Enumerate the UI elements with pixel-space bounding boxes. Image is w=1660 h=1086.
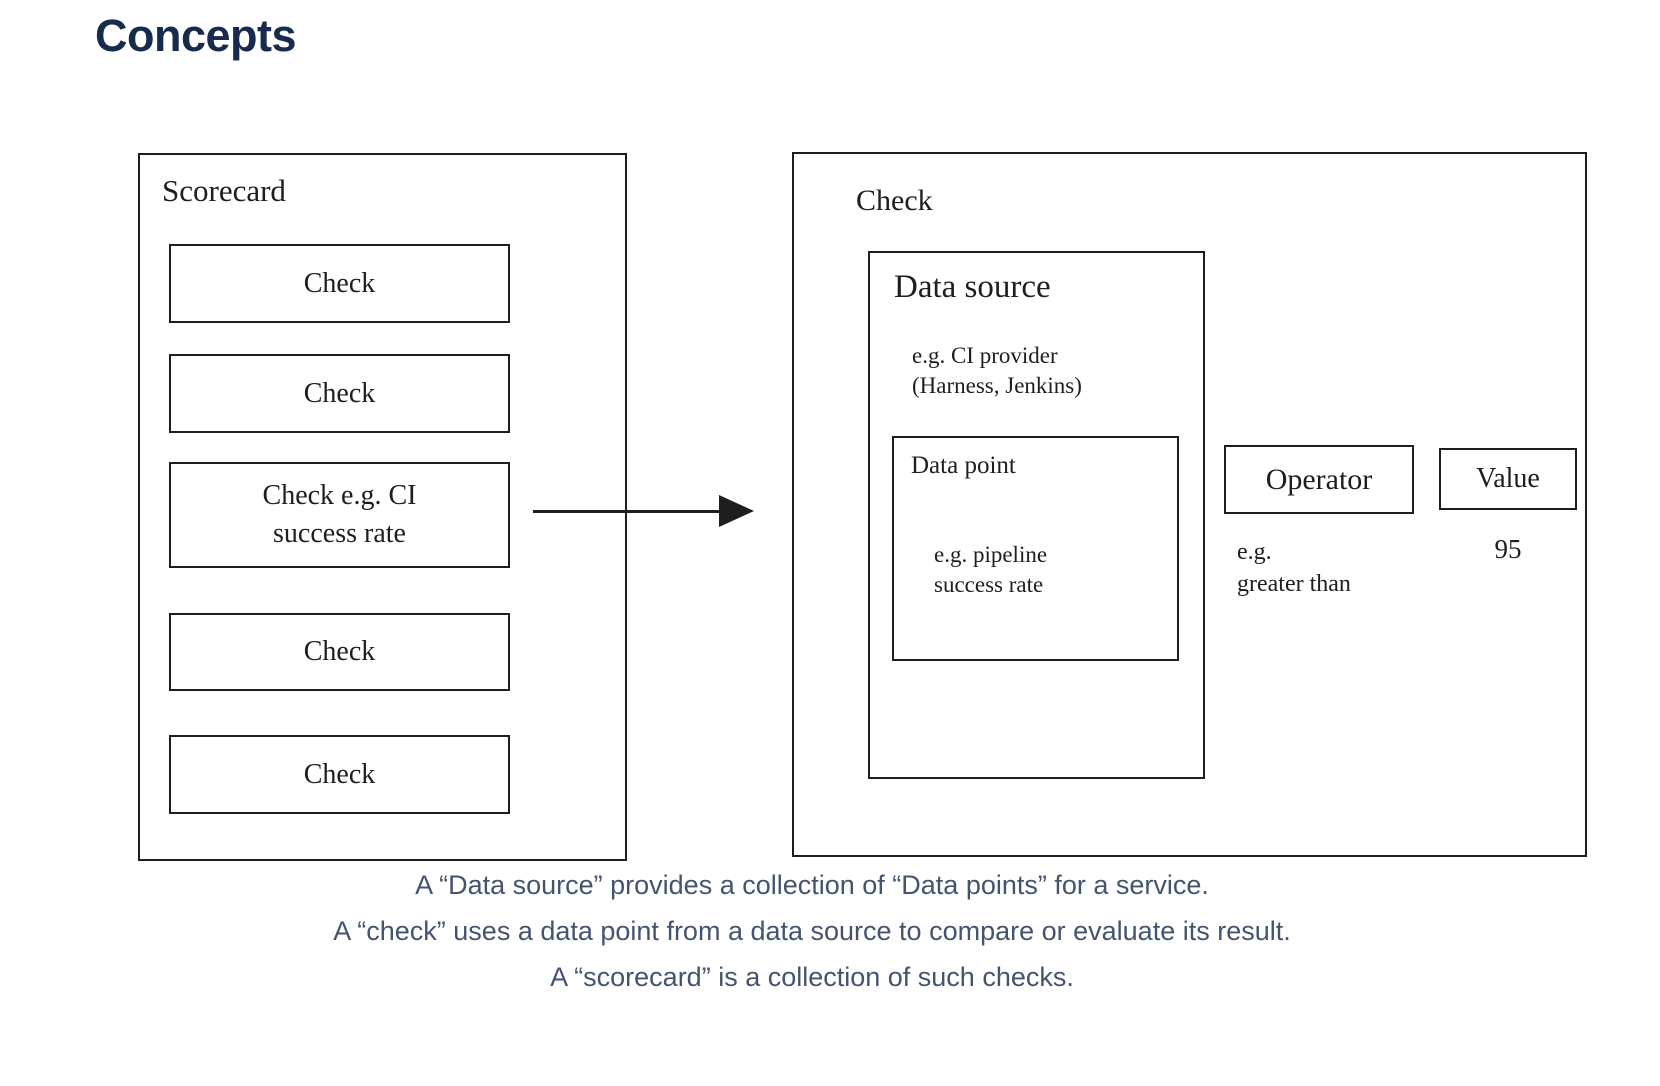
operator-box: Operator <box>1224 445 1414 514</box>
footer-line-3: A “scorecard” is a collection of such ch… <box>550 962 1074 992</box>
scorecard-check-2: Check <box>169 354 510 433</box>
page-title: Concepts <box>95 10 297 61</box>
data-point-box: Data point e.g. pipeline success rate <box>892 436 1179 661</box>
scorecard-check-4: Check <box>169 613 510 691</box>
arrow-right-icon <box>719 495 754 527</box>
scorecard-box: Scorecard Check Check Check e.g. CI succ… <box>138 153 627 861</box>
scorecard-check-5: Check <box>169 735 510 814</box>
operator-example: e.g. greater than <box>1237 539 1351 597</box>
data-source-box: Data source e.g. CI provider (Harness, J… <box>868 251 1205 779</box>
check-detail-label: Check <box>856 184 933 217</box>
scorecard-label: Scorecard <box>162 173 286 208</box>
footer-line-1: A “Data source” provides a collection of… <box>415 870 1209 900</box>
data-source-example: e.g. CI provider (Harness, Jenkins) <box>912 343 1082 398</box>
data-source-title: Data source <box>894 269 1051 305</box>
value-box: Value <box>1439 448 1577 510</box>
operator-label: Operator <box>1265 462 1373 496</box>
data-point-example: e.g. pipeline success rate <box>934 542 1048 597</box>
value-example: 95 <box>1494 534 1522 564</box>
value-label: Value <box>1476 463 1540 494</box>
footer-line-2: A “check” uses a data point from a data … <box>333 916 1291 946</box>
scorecard-check-1: Check <box>169 244 510 323</box>
scorecard-check-ci-success-rate: Check e.g. CI success rate <box>169 462 510 568</box>
check-detail-box: Check Data source e.g. CI provider (Harn… <box>792 152 1587 857</box>
footer-explanation: A “Data source” provides a collection of… <box>0 862 1624 1000</box>
arrow-shaft <box>533 510 723 513</box>
data-point-title: Data point <box>911 452 1016 479</box>
